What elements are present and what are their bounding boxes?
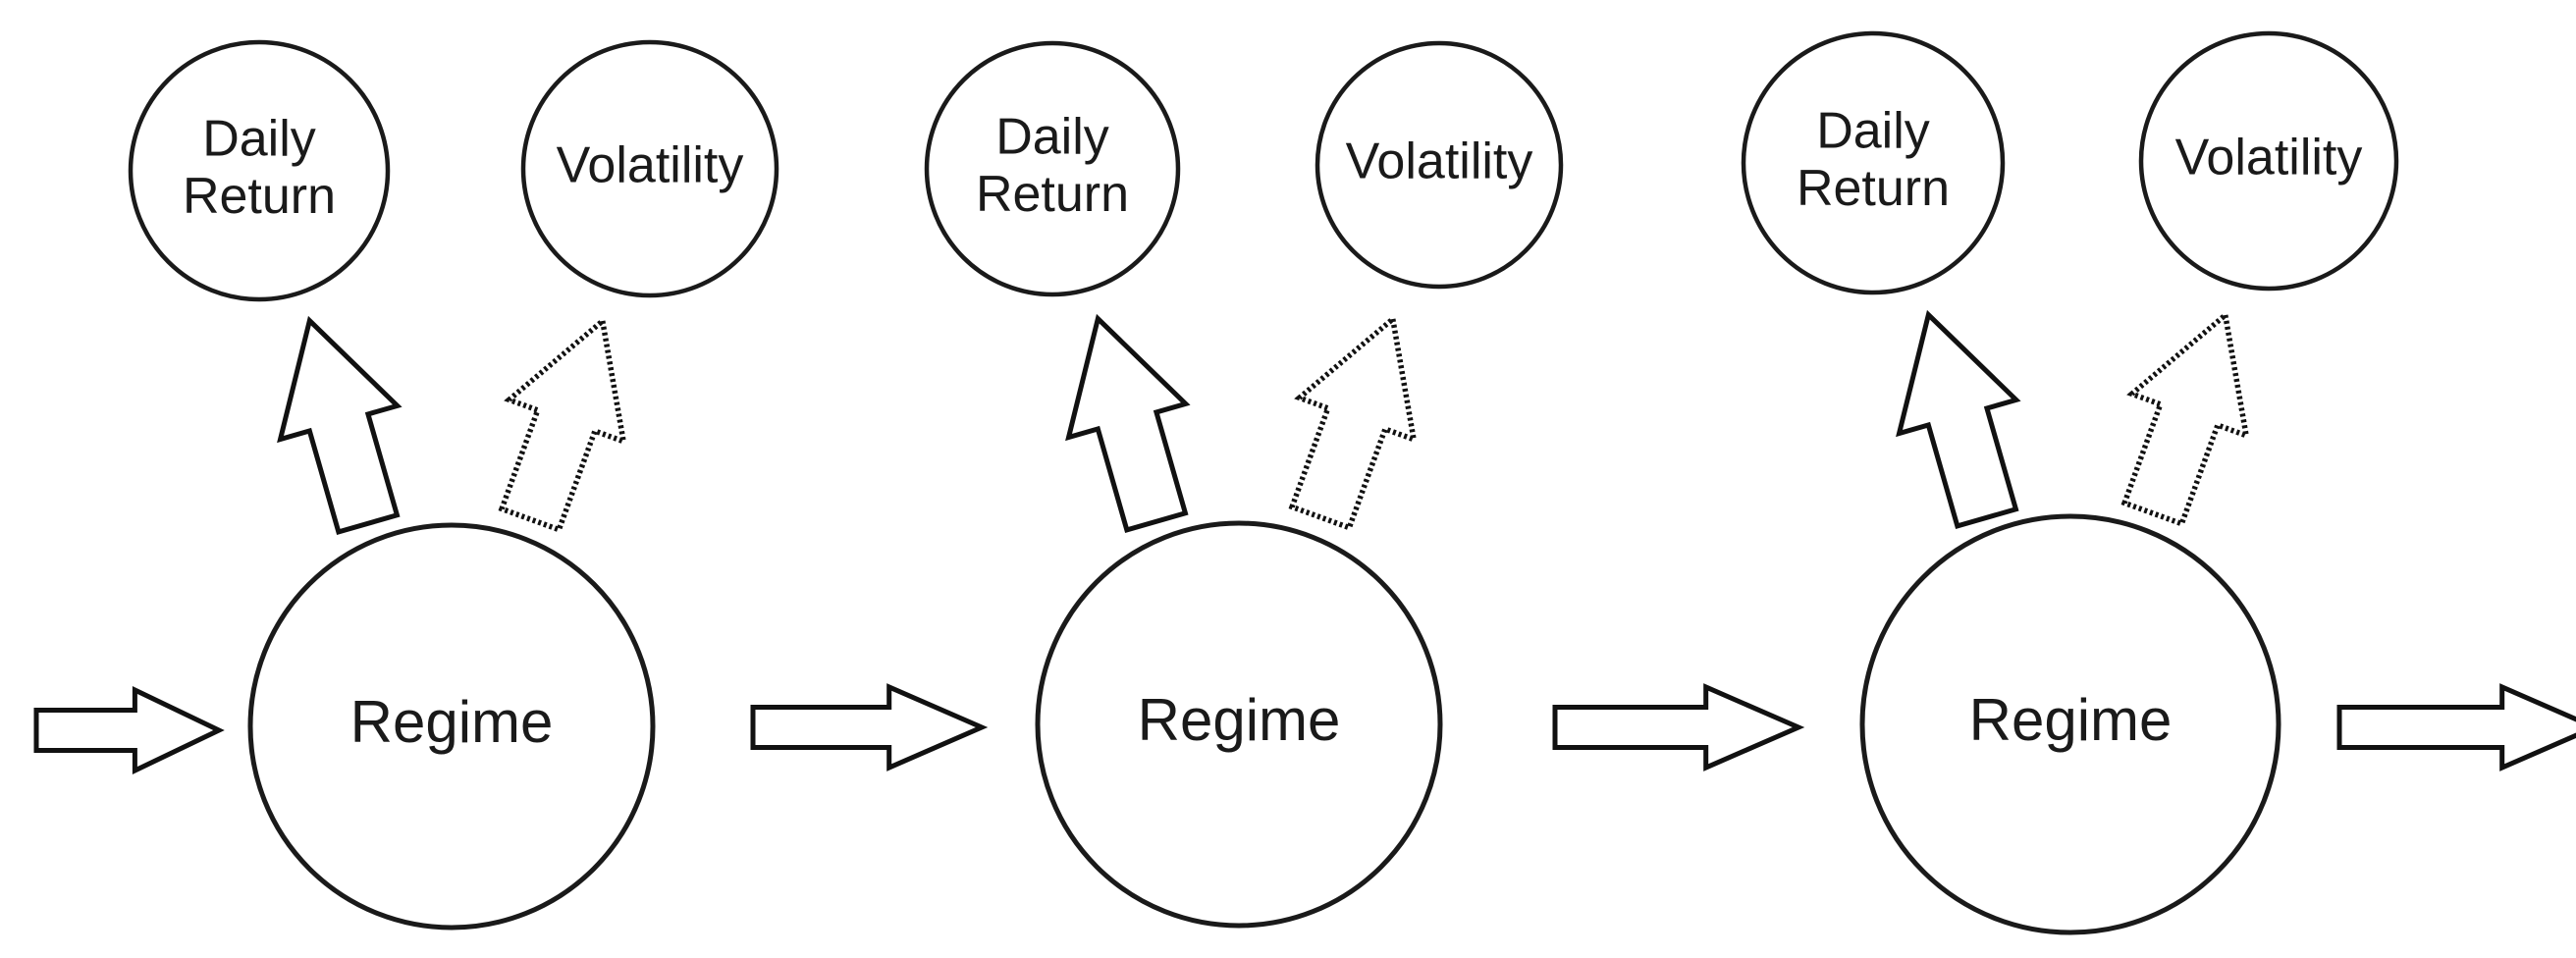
arrow-to-volatility-slice-2 [1288, 313, 1418, 532]
volatility-node-1: Volatility [520, 39, 779, 298]
regime-node-3-label: Regime [1969, 687, 2173, 753]
regime-node-2: Regime [1035, 520, 1443, 929]
daily-return-node-2-label: Return [976, 166, 1129, 223]
regime-node-1: Regime [247, 522, 656, 931]
arrow-to-daily-return-slice-3 [1896, 309, 2021, 529]
volatility-node-1-circle [520, 39, 779, 298]
regime-node-3: Regime [1859, 513, 2281, 935]
volatility-node-3-label: Volatility [2175, 130, 2363, 186]
daily-return-node-1-circle [128, 39, 391, 302]
daily-return-node-3-label: Daily [1816, 103, 1930, 160]
transition-arrow-1-to-2 [750, 683, 989, 772]
daily-return-node-1-label: Daily [202, 111, 316, 168]
daily-return-node-3-circle [1741, 30, 2006, 295]
volatility-node-1-label: Volatility [557, 137, 744, 194]
regime-node-3-circle [1859, 513, 2281, 935]
regime-node-1-circle [247, 522, 656, 931]
regime-node-2-circle [1035, 520, 1443, 929]
volatility-node-2-label: Volatility [1346, 133, 1533, 190]
regime-node-1-label: Regime [350, 689, 554, 755]
daily-return-node-1-label: Return [183, 168, 336, 225]
arrow-to-volatility-slice-1 [498, 315, 627, 534]
transition-arrow-2-to-3 [1552, 683, 1805, 772]
arrow-to-volatility-slice-3 [2120, 309, 2250, 528]
output-arrow [2336, 683, 2576, 772]
arrow-to-daily-return-slice-2 [1065, 313, 1191, 533]
arrow-to-daily-return-slice-1 [277, 315, 402, 535]
input-arrow [33, 686, 225, 774]
volatility-node-2: Volatility [1315, 40, 1564, 290]
daily-return-node-2-label: Daily [995, 109, 1109, 166]
daily-return-node-2-circle [924, 40, 1181, 297]
daily-return-node-3-label: Return [1797, 160, 1950, 217]
regime-node-2-label: Regime [1138, 687, 1341, 753]
volatility-node-3-circle [2138, 30, 2399, 292]
volatility-node-2-circle [1315, 40, 1564, 290]
volatility-node-3: Volatility [2138, 30, 2399, 292]
